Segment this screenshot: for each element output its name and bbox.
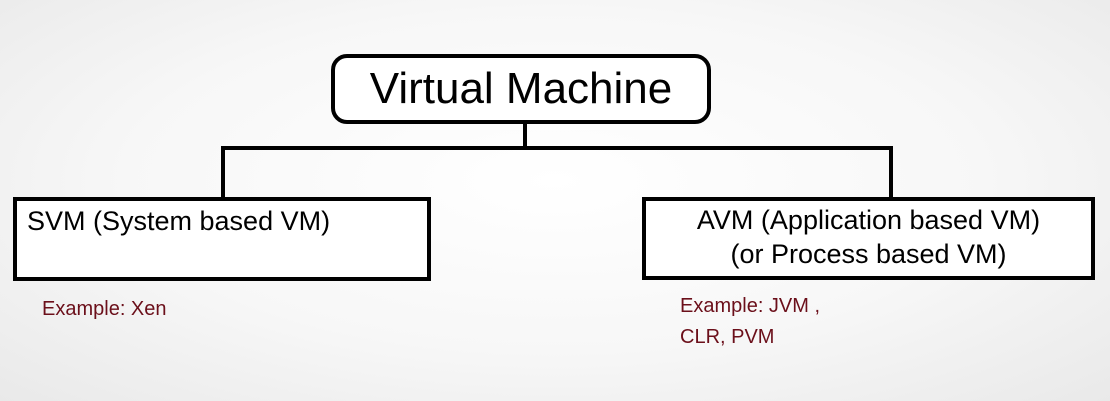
avm-example-text-line-2: CLR, PVM [680, 326, 775, 348]
child-node-avm: AVM (Application based VM) (or Process b… [642, 197, 1095, 280]
root-node-label: Virtual Machine [369, 64, 673, 113]
avm-example-note: Example: JVM , CLR, PVM [680, 291, 820, 353]
avm-example-text-line-1: Example: JVM , [680, 295, 821, 317]
svm-example-text: Example: Xen [42, 298, 167, 320]
root-node-virtual-machine: Virtual Machine [331, 54, 711, 124]
avm-node-label-line-2: (or Process based VM) [730, 239, 1007, 269]
avm-node-label-line-1: AVM (Application based VM) [696, 205, 1041, 235]
svm-example-note: Example: Xen [42, 294, 167, 325]
child-node-svm: SVM (System based VM) [13, 197, 431, 281]
svm-node-label: SVM (System based VM) [27, 206, 331, 236]
